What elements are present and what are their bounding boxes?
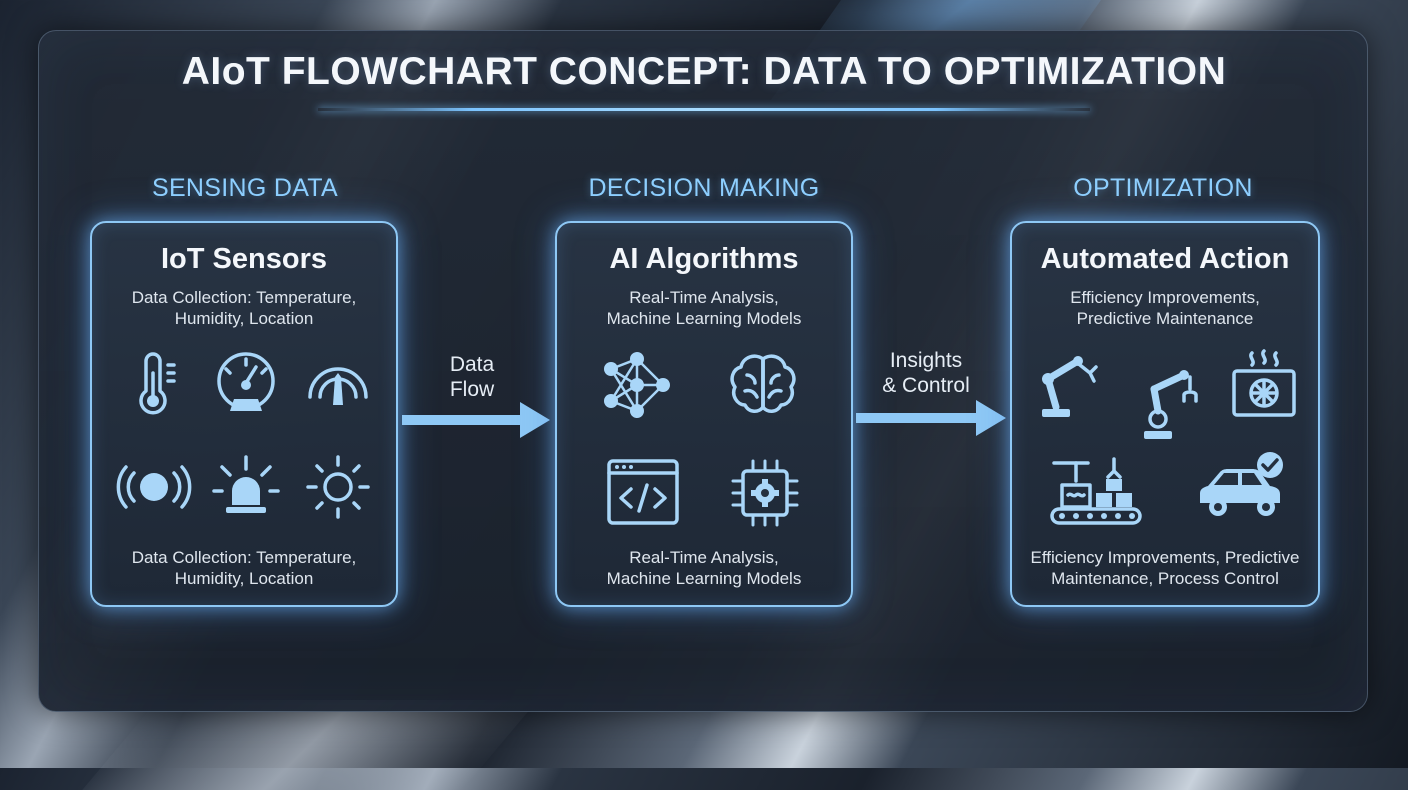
card-description-top: Data Collection: Temperature, Humidity, … [131, 288, 357, 328]
card-title: Automated Action [1040, 243, 1290, 275]
connector-label-data-flow: Data Flow [449, 353, 495, 401]
stage-label-optimization: OPTIMIZATION [1073, 174, 1253, 202]
card-title: IoT Sensors [161, 243, 327, 275]
card-title: AI Algorithms [609, 243, 799, 275]
alarm-beacon-icon [208, 449, 284, 525]
connector-label-insights-control: Insights & Control [882, 349, 970, 397]
pressure-gauge-icon [208, 347, 284, 423]
card-description-top: Efficiency Improvements, Predictive Main… [1070, 288, 1260, 328]
neural-network-icon [599, 347, 675, 423]
title-underline [318, 108, 1090, 111]
light-sensor-icon [300, 449, 376, 525]
code-window-icon [605, 455, 681, 531]
robot-arm-icon [1030, 347, 1106, 423]
stage-label-decision: DECISION MAKING [588, 174, 820, 202]
page-title: AIoT FLOWCHART CONCEPT: DATA TO OPTIMIZA… [181, 50, 1227, 93]
hvac-unit-icon [1226, 347, 1302, 423]
processor-chip-icon [727, 455, 803, 531]
car-check-icon [1194, 451, 1290, 527]
robot-arm-gripper-icon [1134, 367, 1210, 443]
card-description-bottom: Real-Time Analysis, Machine Learning Mod… [606, 548, 802, 588]
card-description-top: Real-Time Analysis, Machine Learning Mod… [606, 288, 802, 328]
card-description-bottom: Efficiency Improvements, Predictive Main… [1030, 548, 1300, 588]
card-ai-algorithms: AI Algorithms Real-Time Analysis, Machin… [555, 221, 853, 607]
brain-icon [725, 347, 801, 423]
arrow-data-flow [402, 400, 552, 440]
speed-gauge-icon [300, 347, 376, 423]
thermometer-icon [116, 347, 192, 423]
card-iot-sensors: IoT Sensors Data Collection: Temperature… [90, 221, 398, 607]
arrow-insights-control [856, 398, 1008, 438]
conveyor-belt-icon [1048, 455, 1144, 531]
card-description-bottom: Data Collection: Temperature, Humidity, … [131, 548, 357, 588]
proximity-sensor-icon [116, 449, 192, 525]
card-automated-action: Automated Action Efficiency Improvements… [1010, 221, 1320, 607]
stage-label-sensing: SENSING DATA [151, 174, 339, 202]
background-light-streak [82, 700, 538, 790]
